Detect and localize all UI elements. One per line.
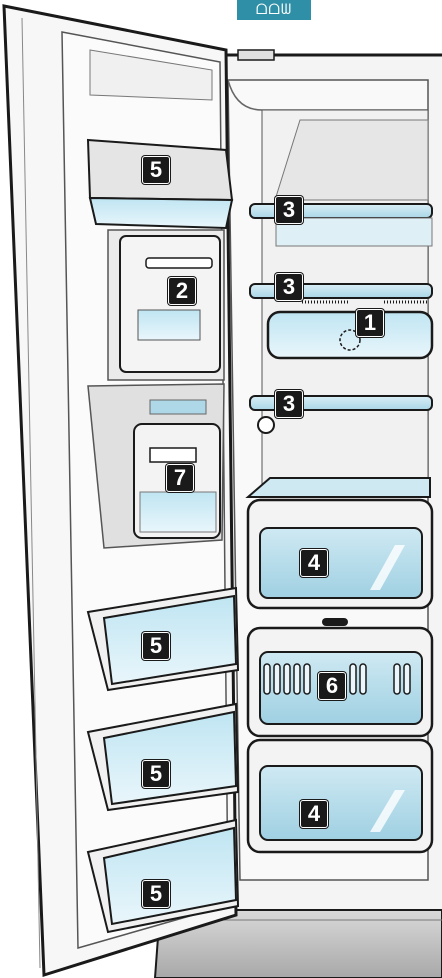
callout-shelf-middle: 3 [275,273,303,301]
ice-maker [108,230,224,380]
egg-box [268,312,432,358]
callout-door-bin-1: 5 [142,632,170,660]
callout-door-bin-3: 5 [142,880,170,908]
callout-shelf-top: 3 [275,196,303,224]
switch-icon [258,417,274,433]
door-top-bin [88,140,232,228]
callout-door-bin-2: 5 [142,760,170,788]
callout-chiller-drawer: 6 [318,672,346,700]
handle [322,618,348,626]
callout-egg-box: 1 [356,309,384,337]
callout-crisper-lower: 4 [300,800,328,828]
callout-crisper-upper: 4 [300,549,328,577]
hinge [238,50,274,60]
callout-shelf-lower: 3 [275,390,303,418]
crisper-lower [248,740,432,852]
callout-door-top-bin: 5 [142,156,170,184]
callout-ice-maker: 2 [168,277,196,305]
callout-dispenser: 7 [166,464,194,492]
dispenser [88,384,224,548]
crisper-upper [248,500,432,608]
crisper-shelf [248,478,430,497]
